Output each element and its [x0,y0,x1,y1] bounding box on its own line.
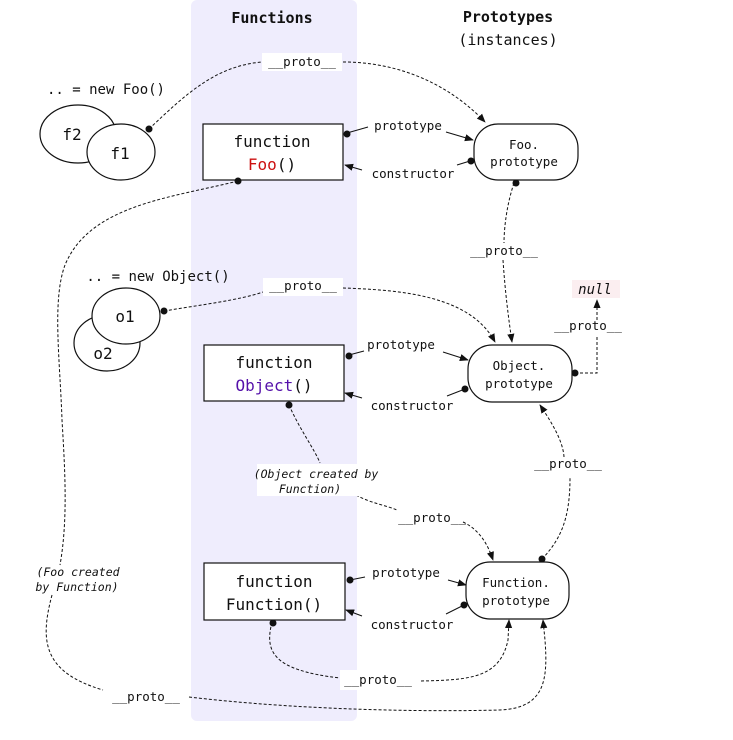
functions-header: Functions [231,9,312,27]
instance-o1-label: o1 [115,307,134,326]
edge-object-constructor-b [344,391,363,399]
label-proto-f1: __proto__ [268,54,336,69]
prototypes-subheader: (instances) [458,31,557,49]
edge-objproto-null-a [575,336,598,374]
edge-foo-proto-a [57,180,239,566]
dot-function-prototype [346,576,354,584]
label-prototype-object: prototype [367,337,435,352]
edge-f1-proto-b [342,61,486,123]
function-foo-parens: () [277,155,296,174]
dot-fooproto-constructor [467,157,475,165]
edge-object-prototype-b [442,351,469,361]
foo-prototype-node [473,123,579,181]
dot-o1 [160,307,168,315]
note-object-created-line1: (Object created by [254,467,379,481]
null-background [572,280,620,298]
foo-prototype-line2: prototype [490,154,558,169]
instance-f2-label: f2 [62,125,81,144]
function-prototype-line1: Function. [482,575,550,590]
label-proto-object: __proto__ [398,510,466,525]
dot-funcproto-constructor [460,601,468,609]
null-label: null [578,282,612,298]
edge-funcproto-proto-b [539,404,565,458]
dot-foo-prototype [343,130,351,138]
object-instances-caption: .. = new Object() [86,269,229,285]
edge-o1-proto-b [342,287,496,343]
function-object-name: Object() [235,376,312,395]
object-prototype-line1: Object. [493,358,546,373]
label-bg [340,670,420,690]
foo-instances-caption: .. = new Foo() [47,82,165,98]
dot-objproto-constructor [461,385,469,393]
label-bg [257,464,377,496]
function-object-parens: () [293,376,312,395]
dot-function-proto [269,619,277,627]
dot-f1 [145,125,153,133]
edge-function-constructor-b [345,609,363,617]
object-prototype-line2: prototype [485,376,553,391]
label-proto-funcproto: __proto__ [534,456,602,471]
label-bg [262,53,342,71]
function-foo-keyword: function [233,132,310,151]
dot-object-proto [285,401,293,409]
edge-fooproto-proto-a [503,182,515,244]
edge-fooproto-proto-b [502,259,515,343]
edge-foo-prototype-a [346,126,369,134]
edge-f1-proto-a [148,61,263,130]
function-foo-box [202,123,344,181]
edge-funcproto-proto-a [541,477,571,560]
dot-objproto-proto [571,369,579,377]
note-foo-created-line2: by Function) [35,580,118,594]
function-prototype-line2: prototype [482,593,550,608]
label-proto-function: __proto__ [344,672,412,687]
function-function-name: Function() [226,595,322,614]
label-constructor-function: constructor [371,617,454,632]
edge-foo-prototype-b [445,131,474,142]
note-foo-created-line1: (Foo created [36,565,120,579]
dot-fooproto-proto [512,179,520,187]
label-prototype-foo: prototype [374,118,442,133]
edge-foo-proto-c [188,619,548,712]
function-foo-identifier: Foo [248,155,277,174]
label-bg [263,278,343,296]
edge-object-proto-b [355,494,398,511]
label-constructor-foo: constructor [372,166,455,181]
dot-foo-proto [234,177,242,185]
instance-f1-label: f1 [110,144,129,163]
instance-o1-node [91,287,161,345]
edge-function-proto-a [269,621,341,679]
label-proto-objproto: __proto__ [554,318,622,333]
function-object-box [203,344,345,402]
label-proto-fooproto: __proto__ [470,243,538,258]
edge-object-proto-c [462,521,494,561]
label-proto-foo: __proto__ [112,689,180,704]
edge-source-dots [145,125,579,627]
function-prototype-node [465,561,570,620]
instance-o2-label: o2 [93,344,112,363]
edge-foo-proto-b [45,594,104,691]
edge-o1-proto-a [163,291,264,312]
function-object-identifier: Object [235,376,293,395]
function-foo-name: Foo() [248,155,296,174]
foo-prototype-line1: Foo. [509,137,539,152]
label-prototype-function: prototype [372,565,440,580]
edge-object-proto-a [288,404,321,464]
note-object-created-line2: Function) [279,482,341,496]
prototypes-header: Prototypes [463,8,553,26]
function-function-keyword: function [235,572,312,591]
dot-object-prototype [345,352,353,360]
label-proto-o1: __proto__ [269,278,337,293]
object-prototype-node [467,344,573,403]
function-object-keyword: function [235,353,312,372]
edge-function-prototype-b [447,579,467,587]
dot-funcproto-proto [538,555,546,563]
instance-f1-node [86,123,156,181]
label-constructor-object: constructor [371,398,454,413]
edge-function-proto-b [420,619,513,682]
edge-foo-constructor-b [344,163,363,171]
